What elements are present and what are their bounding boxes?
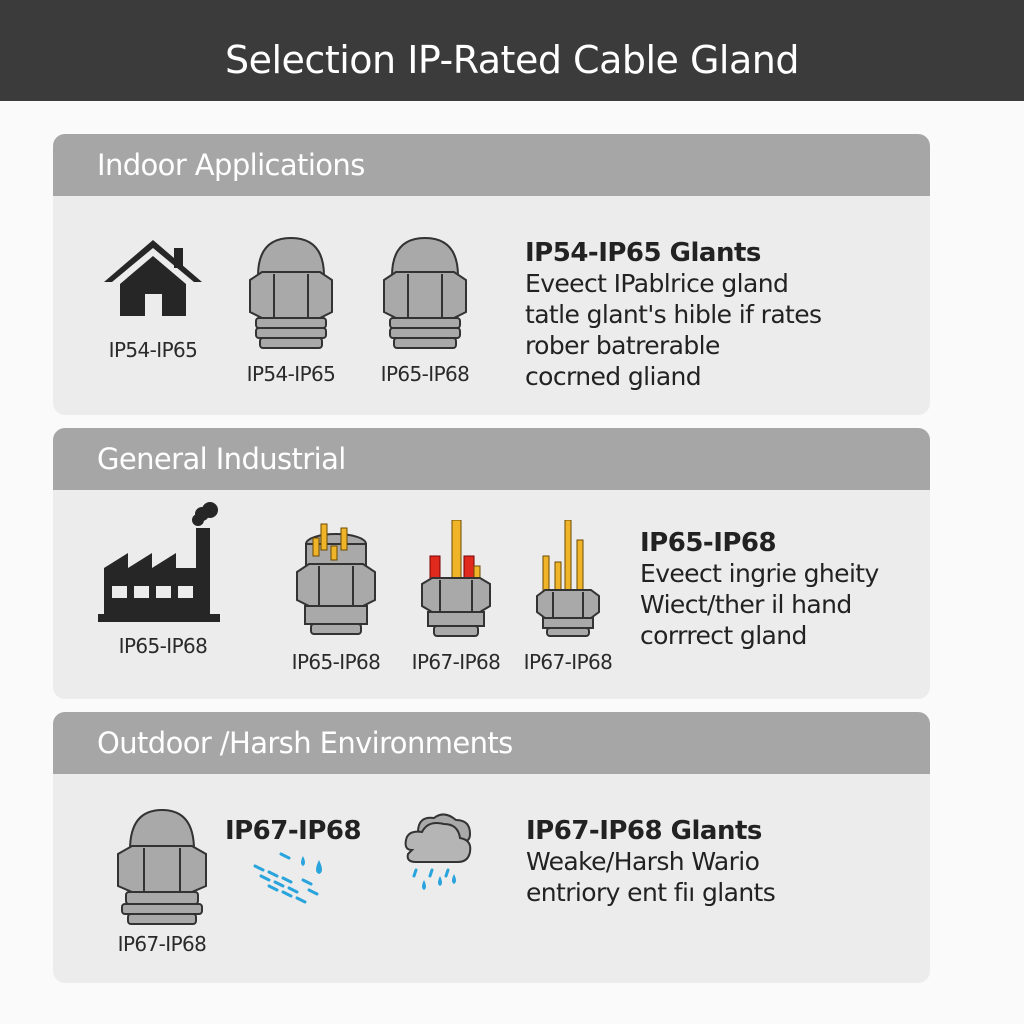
outdoor-weather <box>393 812 483 908</box>
industrial-item-factory: IP65-IP68 <box>93 498 233 658</box>
connector-gland-red-gold-wires-icon <box>421 520 491 637</box>
ip-rating-caption: IP54-IP65 <box>246 362 336 386</box>
dome-cable-gland-icon <box>383 236 467 349</box>
description-line: corrrect gland <box>640 621 807 650</box>
rain-cloud-icon <box>404 813 472 890</box>
ip-rating-caption: IP54-IP65 <box>108 338 198 362</box>
section-header: General Industrial <box>53 428 930 490</box>
dome-cable-gland-icon <box>249 236 333 349</box>
section-header: Outdoor /Harsh Environments <box>53 712 930 774</box>
house-icon <box>104 240 202 316</box>
connector-gland-tall-gold-pins-icon <box>536 520 600 637</box>
description-heading: IP54-IP65 Glants <box>525 238 761 268</box>
ip-rating-caption: IP67-IP68 <box>523 650 613 674</box>
connector-gland-gold-pins-icon <box>296 523 376 635</box>
industrial-item-connector-3: IP67-IP68 <box>513 520 623 674</box>
section-header: Indoor Applications <box>53 134 930 196</box>
section-title: General Industrial <box>97 442 346 476</box>
description-line: Weake/Harsh Wario <box>526 847 760 876</box>
indoor-item-gland-1: IP54-IP65 <box>231 236 351 386</box>
title-bar: Selection IP-Rated Cable Gland <box>0 0 1024 101</box>
section-indoor-applications: Indoor Applications IP54-IP65 IP54-IP65 <box>53 134 930 415</box>
ip-rating-caption: IP65-IP68 <box>118 634 208 658</box>
ip-rating-caption: IP67-IP68 <box>117 932 207 956</box>
description-line: Eveect ingrie gheity <box>640 559 879 588</box>
page-title: Selection IP-Rated Cable Gland <box>225 37 799 82</box>
description-line: Wiect/ther il hand <box>640 590 852 619</box>
description-line: rober batrerable <box>525 331 720 360</box>
section-outdoor-harsh-environments: Outdoor /Harsh Environments IP67-IP68 IP… <box>53 712 930 983</box>
indoor-description: IP54-IP65 Glants Eveect IPablrice gland … <box>525 238 822 392</box>
outdoor-rating-with-water: IP67-IP68 <box>223 816 363 910</box>
industrial-item-connector-2: IP67-IP68 <box>401 520 511 674</box>
indoor-item-gland-2: IP65-IP68 <box>365 236 485 386</box>
indoor-item-house: IP54-IP65 <box>93 236 213 362</box>
section-title: Outdoor /Harsh Environments <box>97 726 513 760</box>
dome-cable-gland-icon <box>117 808 207 925</box>
description-line: Eveect IPablrice gland <box>525 269 789 298</box>
section-general-industrial: General Industrial IP65-IP68 <box>53 428 930 699</box>
description-line: entriory ent fiı glants <box>526 878 776 907</box>
industrial-description: IP65-IP68 Eveect ingrie gheity Wiect/the… <box>640 528 879 651</box>
water-spray-icon <box>253 852 322 904</box>
ip-rating-caption: IP65-IP68 <box>291 650 381 674</box>
factory-icon <box>98 502 220 622</box>
outdoor-item-gland: IP67-IP68 <box>97 808 227 956</box>
outdoor-description: IP67-IP68 Glants Weake/Harsh Wario entri… <box>526 816 776 908</box>
description-heading: IP65-IP68 <box>640 528 777 558</box>
industrial-item-connector-1: IP65-IP68 <box>271 520 401 674</box>
ip-rating-caption: IP67-IP68 <box>411 650 501 674</box>
ip-rating-caption: IP65-IP68 <box>380 362 470 386</box>
description-line: cocrned gliand <box>525 362 702 391</box>
description-line: tatle glant's hible if rates <box>525 300 822 329</box>
section-title: Indoor Applications <box>97 148 365 182</box>
description-heading: IP67-IP68 Glants <box>526 816 762 846</box>
outdoor-rating-label: IP67-IP68 <box>224 816 362 846</box>
